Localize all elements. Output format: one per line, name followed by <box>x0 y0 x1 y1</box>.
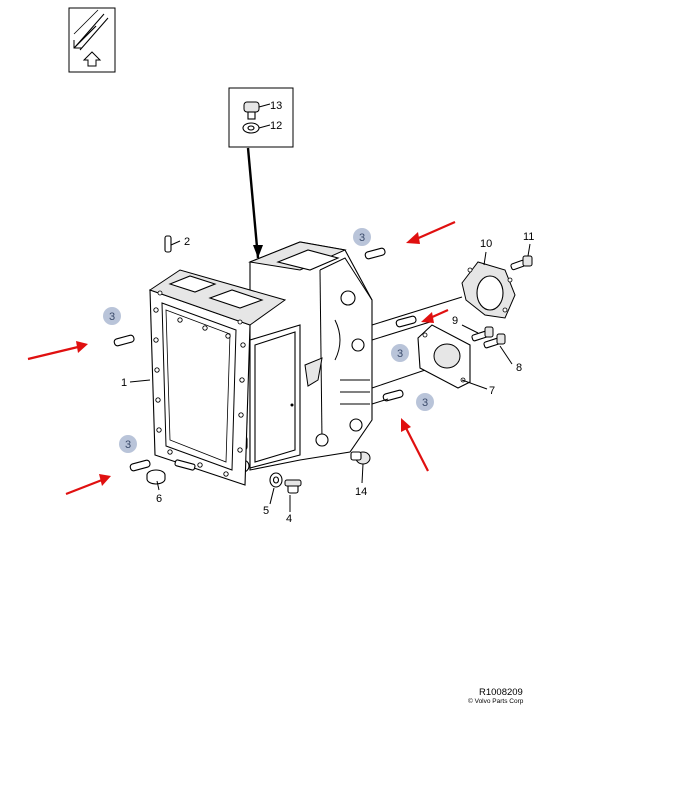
callout-10: 10 <box>480 238 492 250</box>
callout-2: 2 <box>184 236 190 248</box>
badge-3-d: 3 <box>391 344 409 362</box>
washer-part-5 <box>269 472 283 488</box>
pin-part-2 <box>164 235 172 253</box>
callout-1: 1 <box>121 377 127 389</box>
copyright-note: © Volvo Parts Corp <box>468 697 524 705</box>
callout-13: 13 <box>270 100 282 112</box>
callout-12: 12 <box>270 120 282 132</box>
badge-3-e: 3 <box>416 393 434 411</box>
callout-6: 6 <box>156 493 162 505</box>
cap-part-6 <box>146 469 166 485</box>
reference-id: R1008209 <box>479 687 523 698</box>
callout-8: 8 <box>516 362 522 374</box>
callout-5: 5 <box>263 505 269 517</box>
bolt-part-9 <box>471 326 494 342</box>
cover-part-10 <box>461 261 516 319</box>
svg-text:3: 3 <box>422 397 428 409</box>
callout-4: 4 <box>286 513 292 525</box>
svg-text:3: 3 <box>359 232 365 244</box>
callout-14: 14 <box>355 486 367 498</box>
plug-part-4 <box>284 479 302 494</box>
plate-part-7 <box>417 324 471 389</box>
plug-part-14 <box>350 451 371 465</box>
badge-3-a: 3 <box>353 228 371 246</box>
badge-3-b: 3 <box>103 307 121 325</box>
callout-11: 11 <box>523 231 534 243</box>
stud-parts-3 <box>113 247 417 472</box>
gearbox-housing <box>148 241 373 486</box>
callout-7: 7 <box>489 385 495 397</box>
badge-3-c: 3 <box>119 435 137 453</box>
svg-text:3: 3 <box>397 348 403 360</box>
detail-inset <box>228 87 294 148</box>
direction-arrow-icon <box>68 7 116 73</box>
svg-text:3: 3 <box>125 439 131 451</box>
callout-9: 9 <box>452 315 458 327</box>
svg-text:3: 3 <box>109 311 115 323</box>
bolt-part-8 <box>483 333 506 349</box>
bolt-part-11 <box>510 255 533 271</box>
red-arrows <box>27 220 456 496</box>
